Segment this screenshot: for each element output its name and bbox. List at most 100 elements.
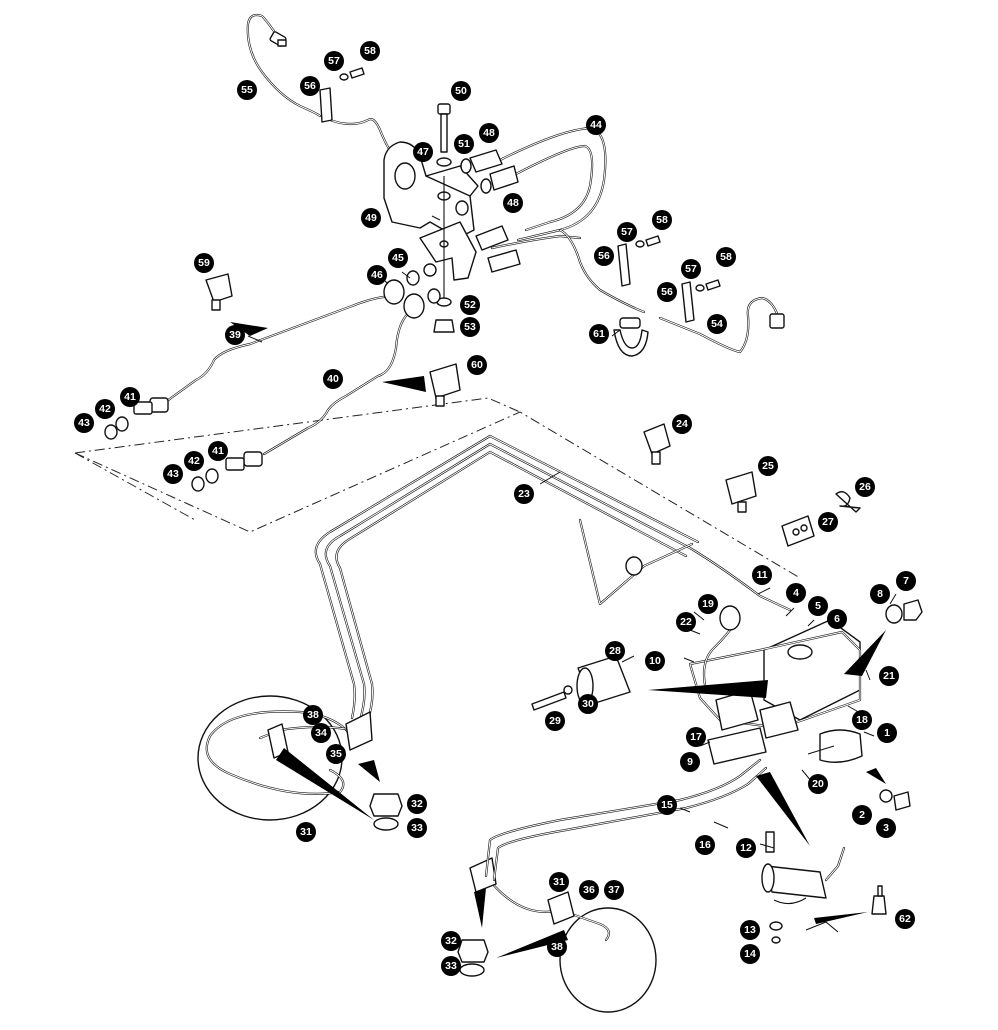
svg-text:50: 50 <box>455 85 467 97</box>
brake-line-23 <box>314 434 792 722</box>
callout-48-bottom: 48 <box>503 193 523 213</box>
svg-text:41: 41 <box>212 445 224 457</box>
callout-14: 14 <box>740 944 760 964</box>
svg-text:56: 56 <box>304 80 316 92</box>
brake-lines-15-16 <box>484 758 768 882</box>
svg-text:42: 42 <box>99 403 111 415</box>
svg-text:6: 6 <box>834 613 840 625</box>
callout-57-bottom: 57 <box>681 259 701 279</box>
svg-text:45: 45 <box>392 252 404 264</box>
callout-47: 47 <box>413 142 433 162</box>
svg-text:55: 55 <box>241 84 253 96</box>
callout-49: 49 <box>361 208 381 228</box>
svg-text:30: 30 <box>582 698 594 710</box>
callout-41-bottom: 41 <box>208 441 228 461</box>
callout-16: 16 <box>695 835 715 855</box>
svg-text:57: 57 <box>328 55 340 67</box>
clip-61 <box>613 317 649 357</box>
svg-text:23: 23 <box>518 488 530 500</box>
callout-46: 46 <box>367 265 387 285</box>
callout-52: 52 <box>460 295 480 315</box>
callout-32-top: 32 <box>407 794 427 814</box>
callout-26: 26 <box>855 477 875 497</box>
callout-11: 11 <box>752 565 772 585</box>
nut-washer-7-8 <box>885 599 923 624</box>
callout-50: 50 <box>451 81 471 101</box>
callout-2: 2 <box>852 805 872 825</box>
callout-18: 18 <box>852 710 872 730</box>
clip-59 <box>205 273 233 311</box>
callout-40: 40 <box>323 369 343 389</box>
leader-lines <box>247 215 897 849</box>
callout-35: 35 <box>326 744 346 764</box>
svg-text:24: 24 <box>676 418 688 430</box>
brake-drum-right <box>469 857 657 1013</box>
bracket-56-top <box>319 67 365 123</box>
callout-3: 3 <box>876 818 896 838</box>
callout-62: 62 <box>895 909 915 929</box>
callout-1: 1 <box>877 723 897 743</box>
svg-text:25: 25 <box>762 460 774 472</box>
callout-31-right: 31 <box>549 872 569 892</box>
svg-text:14: 14 <box>744 948 756 960</box>
callout-38-left: 38 <box>303 705 323 725</box>
callout-29: 29 <box>545 711 565 731</box>
brake-line-55 <box>246 13 400 164</box>
svg-text:7: 7 <box>903 575 909 587</box>
svg-text:33: 33 <box>445 960 457 972</box>
callout-55: 55 <box>237 80 257 100</box>
callout-43-bottom: 43 <box>163 464 183 484</box>
svg-text:4: 4 <box>793 587 799 599</box>
svg-text:10: 10 <box>649 655 661 667</box>
svg-text:21: 21 <box>883 670 895 682</box>
svg-text:47: 47 <box>417 146 429 158</box>
svg-text:43: 43 <box>167 468 179 480</box>
callout-54: 54 <box>707 314 727 334</box>
assembly-boundary-dashed <box>74 397 801 579</box>
block-27 <box>781 515 815 547</box>
svg-text:34: 34 <box>315 727 327 739</box>
svg-text:62: 62 <box>899 913 911 925</box>
svg-text:18: 18 <box>856 714 868 726</box>
callout-17: 17 <box>686 727 706 747</box>
leader-arrows <box>230 322 886 958</box>
callout-41-top: 41 <box>120 387 140 407</box>
callout-10: 10 <box>645 651 665 671</box>
callout-23: 23 <box>514 484 534 504</box>
svg-text:13: 13 <box>744 924 756 936</box>
brake-line-54 <box>558 228 785 354</box>
svg-text:9: 9 <box>687 756 693 768</box>
svg-text:42: 42 <box>188 455 200 467</box>
callout-33-bottom: 33 <box>441 956 461 976</box>
svg-text:22: 22 <box>680 616 692 628</box>
svg-text:20: 20 <box>812 778 824 790</box>
flexible-hoses-44 <box>460 126 607 273</box>
svg-text:36: 36 <box>583 884 595 896</box>
callout-15: 15 <box>657 795 677 815</box>
callout-36: 36 <box>579 880 599 900</box>
svg-text:16: 16 <box>699 839 711 851</box>
callout-33-top: 33 <box>407 818 427 838</box>
callout-51: 51 <box>454 134 474 154</box>
svg-text:27: 27 <box>822 516 834 528</box>
callout-56-top: 56 <box>300 76 320 96</box>
svg-text:60: 60 <box>471 359 483 371</box>
clip-24 <box>643 423 671 465</box>
svg-text:29: 29 <box>549 715 561 727</box>
svg-text:41: 41 <box>124 391 136 403</box>
callout-20: 20 <box>808 774 828 794</box>
callout-25: 25 <box>758 456 778 476</box>
callout-59: 59 <box>194 253 214 273</box>
svg-text:52: 52 <box>464 299 476 311</box>
svg-text:33: 33 <box>411 822 423 834</box>
master-cylinder-assembly <box>688 605 863 765</box>
bolt-50 <box>433 103 455 333</box>
svg-text:1: 1 <box>884 727 890 739</box>
callout-5: 5 <box>808 596 828 616</box>
svg-text:12: 12 <box>740 842 752 854</box>
svg-text:2: 2 <box>859 809 865 821</box>
callout-39: 39 <box>225 325 245 345</box>
svg-text:44: 44 <box>590 119 602 131</box>
callout-57-top: 57 <box>324 51 344 71</box>
svg-text:3: 3 <box>883 822 889 834</box>
